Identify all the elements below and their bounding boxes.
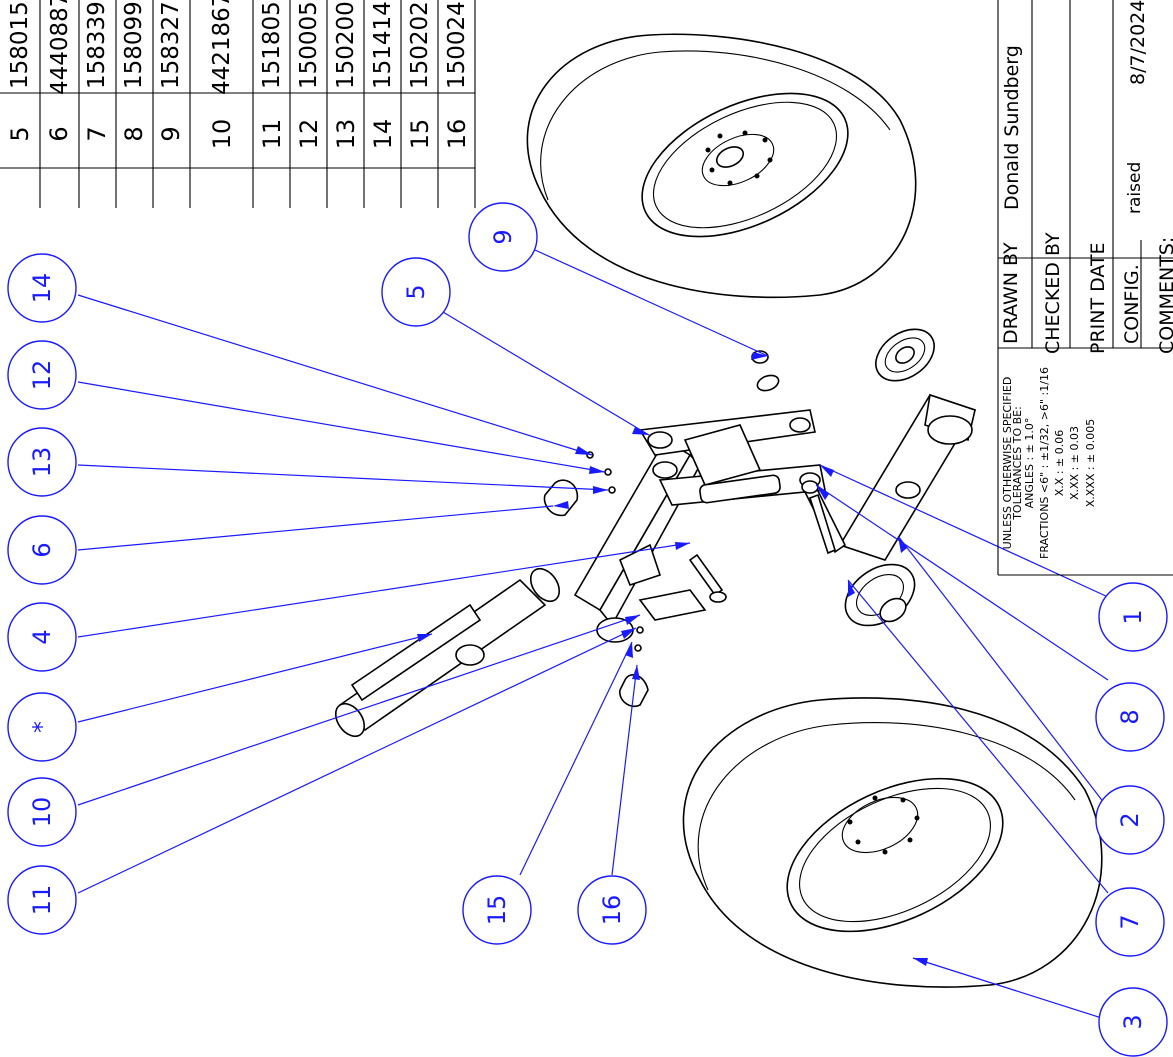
comments-label: COMMENTS: bbox=[1156, 236, 1173, 354]
balloon-label-9: 9 bbox=[489, 229, 517, 245]
balloon-14 bbox=[7, 253, 77, 323]
balloon-5 bbox=[381, 257, 451, 327]
print-date-label: PRINT DATE bbox=[1087, 242, 1109, 354]
balloon-label-10: 10 bbox=[28, 796, 56, 828]
balloon-6 bbox=[7, 515, 77, 585]
balloon-label-3: 3 bbox=[1119, 1014, 1147, 1030]
tolerance-line-7: X.XXX : ± 0.005 bbox=[1084, 418, 1097, 508]
balloon-label-12: 12 bbox=[28, 359, 56, 391]
frame-assembly bbox=[573, 409, 826, 643]
hub-upper bbox=[875, 328, 935, 382]
balloon-13 bbox=[7, 427, 77, 497]
balloon-label-2: 2 bbox=[1116, 812, 1144, 828]
balloon-1 bbox=[1098, 582, 1168, 652]
balloon-label-13: 13 bbox=[28, 446, 56, 478]
balloon-label-6: 6 bbox=[28, 542, 56, 558]
balloon-label-8: 8 bbox=[1116, 709, 1144, 725]
loose-hardware bbox=[543, 350, 836, 708]
balloon-16 bbox=[577, 875, 647, 945]
balloon-2 bbox=[1095, 785, 1165, 855]
tolerance-line-3: ANGLES : ± 1.0° bbox=[1023, 417, 1036, 509]
balloon-label-15: 15 bbox=[483, 894, 511, 926]
balloon-label-14: 14 bbox=[28, 272, 56, 304]
drawn-by-label: DRAWN BY bbox=[1000, 242, 1022, 344]
callout-balloons bbox=[7, 202, 1168, 1057]
balloon-9 bbox=[468, 202, 538, 272]
tolerance-line-5: X.X : ± 0.06 bbox=[1053, 429, 1066, 497]
tolerance-line-4: FRACTIONS <6" : ±1/32, >6" :1/16 bbox=[1038, 367, 1051, 559]
lower-wheel bbox=[682, 697, 1103, 988]
leader-lines bbox=[77, 249, 1109, 1021]
hydraulic-cylinder bbox=[334, 567, 561, 738]
balloon-12 bbox=[7, 340, 77, 410]
balloon-label-5: 5 bbox=[402, 284, 430, 300]
balloon-11 bbox=[7, 865, 77, 935]
bom-table bbox=[0, 0, 476, 208]
balloon-8 bbox=[1095, 682, 1165, 752]
balloon-label-4: 4 bbox=[28, 629, 56, 645]
balloon-10 bbox=[7, 777, 77, 847]
balloon-label-16: 16 bbox=[598, 894, 626, 926]
config-label: CONFIG. bbox=[1121, 264, 1143, 344]
balloon-label-star: * bbox=[28, 721, 56, 733]
hub-lower bbox=[844, 563, 916, 627]
leader-arrows bbox=[417, 352, 928, 966]
balloon-star bbox=[7, 692, 77, 762]
config-value: raised bbox=[1125, 161, 1145, 214]
balloon-15 bbox=[462, 875, 532, 945]
balloon-3 bbox=[1098, 987, 1168, 1057]
balloon-label-1: 1 bbox=[1119, 609, 1147, 625]
upper-wheel bbox=[526, 33, 917, 299]
checked-by-label: CHECKED BY bbox=[1042, 232, 1064, 354]
axle-arm bbox=[801, 393, 977, 561]
checked-by-value bbox=[1045, 105, 1075, 165]
balloon-7 bbox=[1095, 887, 1165, 957]
title-block bbox=[997, 0, 1173, 576]
balloon-4 bbox=[7, 602, 77, 672]
balloon-label-11: 11 bbox=[28, 884, 56, 916]
print-date-value: 8/7/2024 bbox=[1127, 0, 1149, 85]
balloon-label-7: 7 bbox=[1116, 914, 1144, 930]
drawn-by-value: Donald Sundberg bbox=[1001, 45, 1023, 210]
tolerance-line-6: X.XX : ± 0.03 bbox=[1068, 426, 1081, 501]
